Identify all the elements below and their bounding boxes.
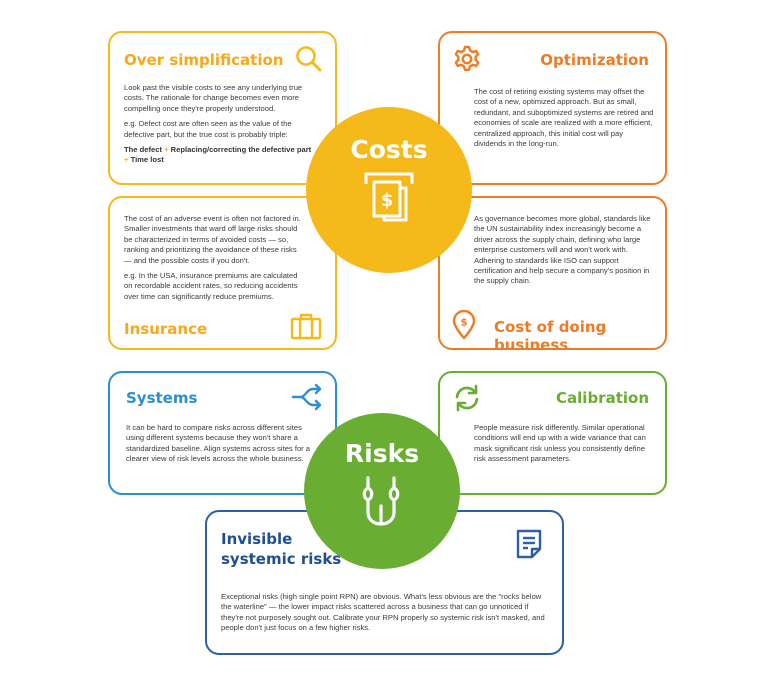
dollar-bill-icon: $ bbox=[364, 172, 414, 222]
invisible-title-line2: systemic risks bbox=[221, 550, 342, 568]
risks-circle: Risks bbox=[304, 413, 460, 569]
document-icon bbox=[516, 529, 542, 559]
invisible-title-line1: Invisible bbox=[221, 530, 293, 548]
svg-text:$: $ bbox=[381, 190, 394, 211]
over-simplification-text: Look past the visible costs to see any u… bbox=[124, 83, 312, 165]
briefcase-icon bbox=[290, 313, 322, 340]
over-simplification-title: Over simplification bbox=[124, 51, 284, 69]
optimization-card: Optimization The cost of retiring existi… bbox=[438, 31, 667, 185]
costs-label: Costs bbox=[350, 135, 428, 164]
calibration-title: Calibration bbox=[556, 389, 649, 407]
svg-text:$: $ bbox=[461, 318, 468, 329]
optimization-title: Optimization bbox=[540, 51, 649, 69]
search-icon bbox=[296, 46, 322, 72]
optimization-text: The cost of retiring existing systems ma… bbox=[474, 87, 654, 149]
costs-circle: Costs $ bbox=[306, 107, 472, 273]
insurance-text: The cost of an adverse event is often no… bbox=[124, 214, 301, 301]
location-dollar-icon: $ bbox=[452, 310, 476, 340]
cost-of-doing-business-text: As governance becomes more global, stand… bbox=[474, 214, 651, 286]
merge-arrows-icon bbox=[291, 383, 322, 411]
calibration-card: Calibration People measure risk differen… bbox=[438, 371, 667, 495]
systems-title: Systems bbox=[126, 389, 198, 407]
systems-card: Systems It can be hard to compare risks … bbox=[108, 371, 337, 495]
systems-text: It can be hard to compare risks across d… bbox=[126, 423, 311, 464]
invisible-text: Exceptional risks (high single point RPN… bbox=[221, 592, 545, 633]
cost-of-doing-business-title: Cost of doing business bbox=[494, 318, 607, 354]
refresh-icon bbox=[455, 384, 479, 412]
risks-label: Risks bbox=[344, 439, 420, 468]
rope-icon bbox=[362, 476, 400, 526]
cost-of-doing-business-card: As governance becomes more global, stand… bbox=[438, 196, 667, 354]
insurance-title: Insurance bbox=[124, 320, 208, 338]
insurance-card: The cost of an adverse event is often no… bbox=[108, 196, 337, 350]
over-simplification-card: Over simplification Look past the visibl… bbox=[108, 31, 337, 185]
gear-icon bbox=[454, 45, 480, 71]
calibration-text: People measure risk differently. Similar… bbox=[474, 423, 646, 464]
